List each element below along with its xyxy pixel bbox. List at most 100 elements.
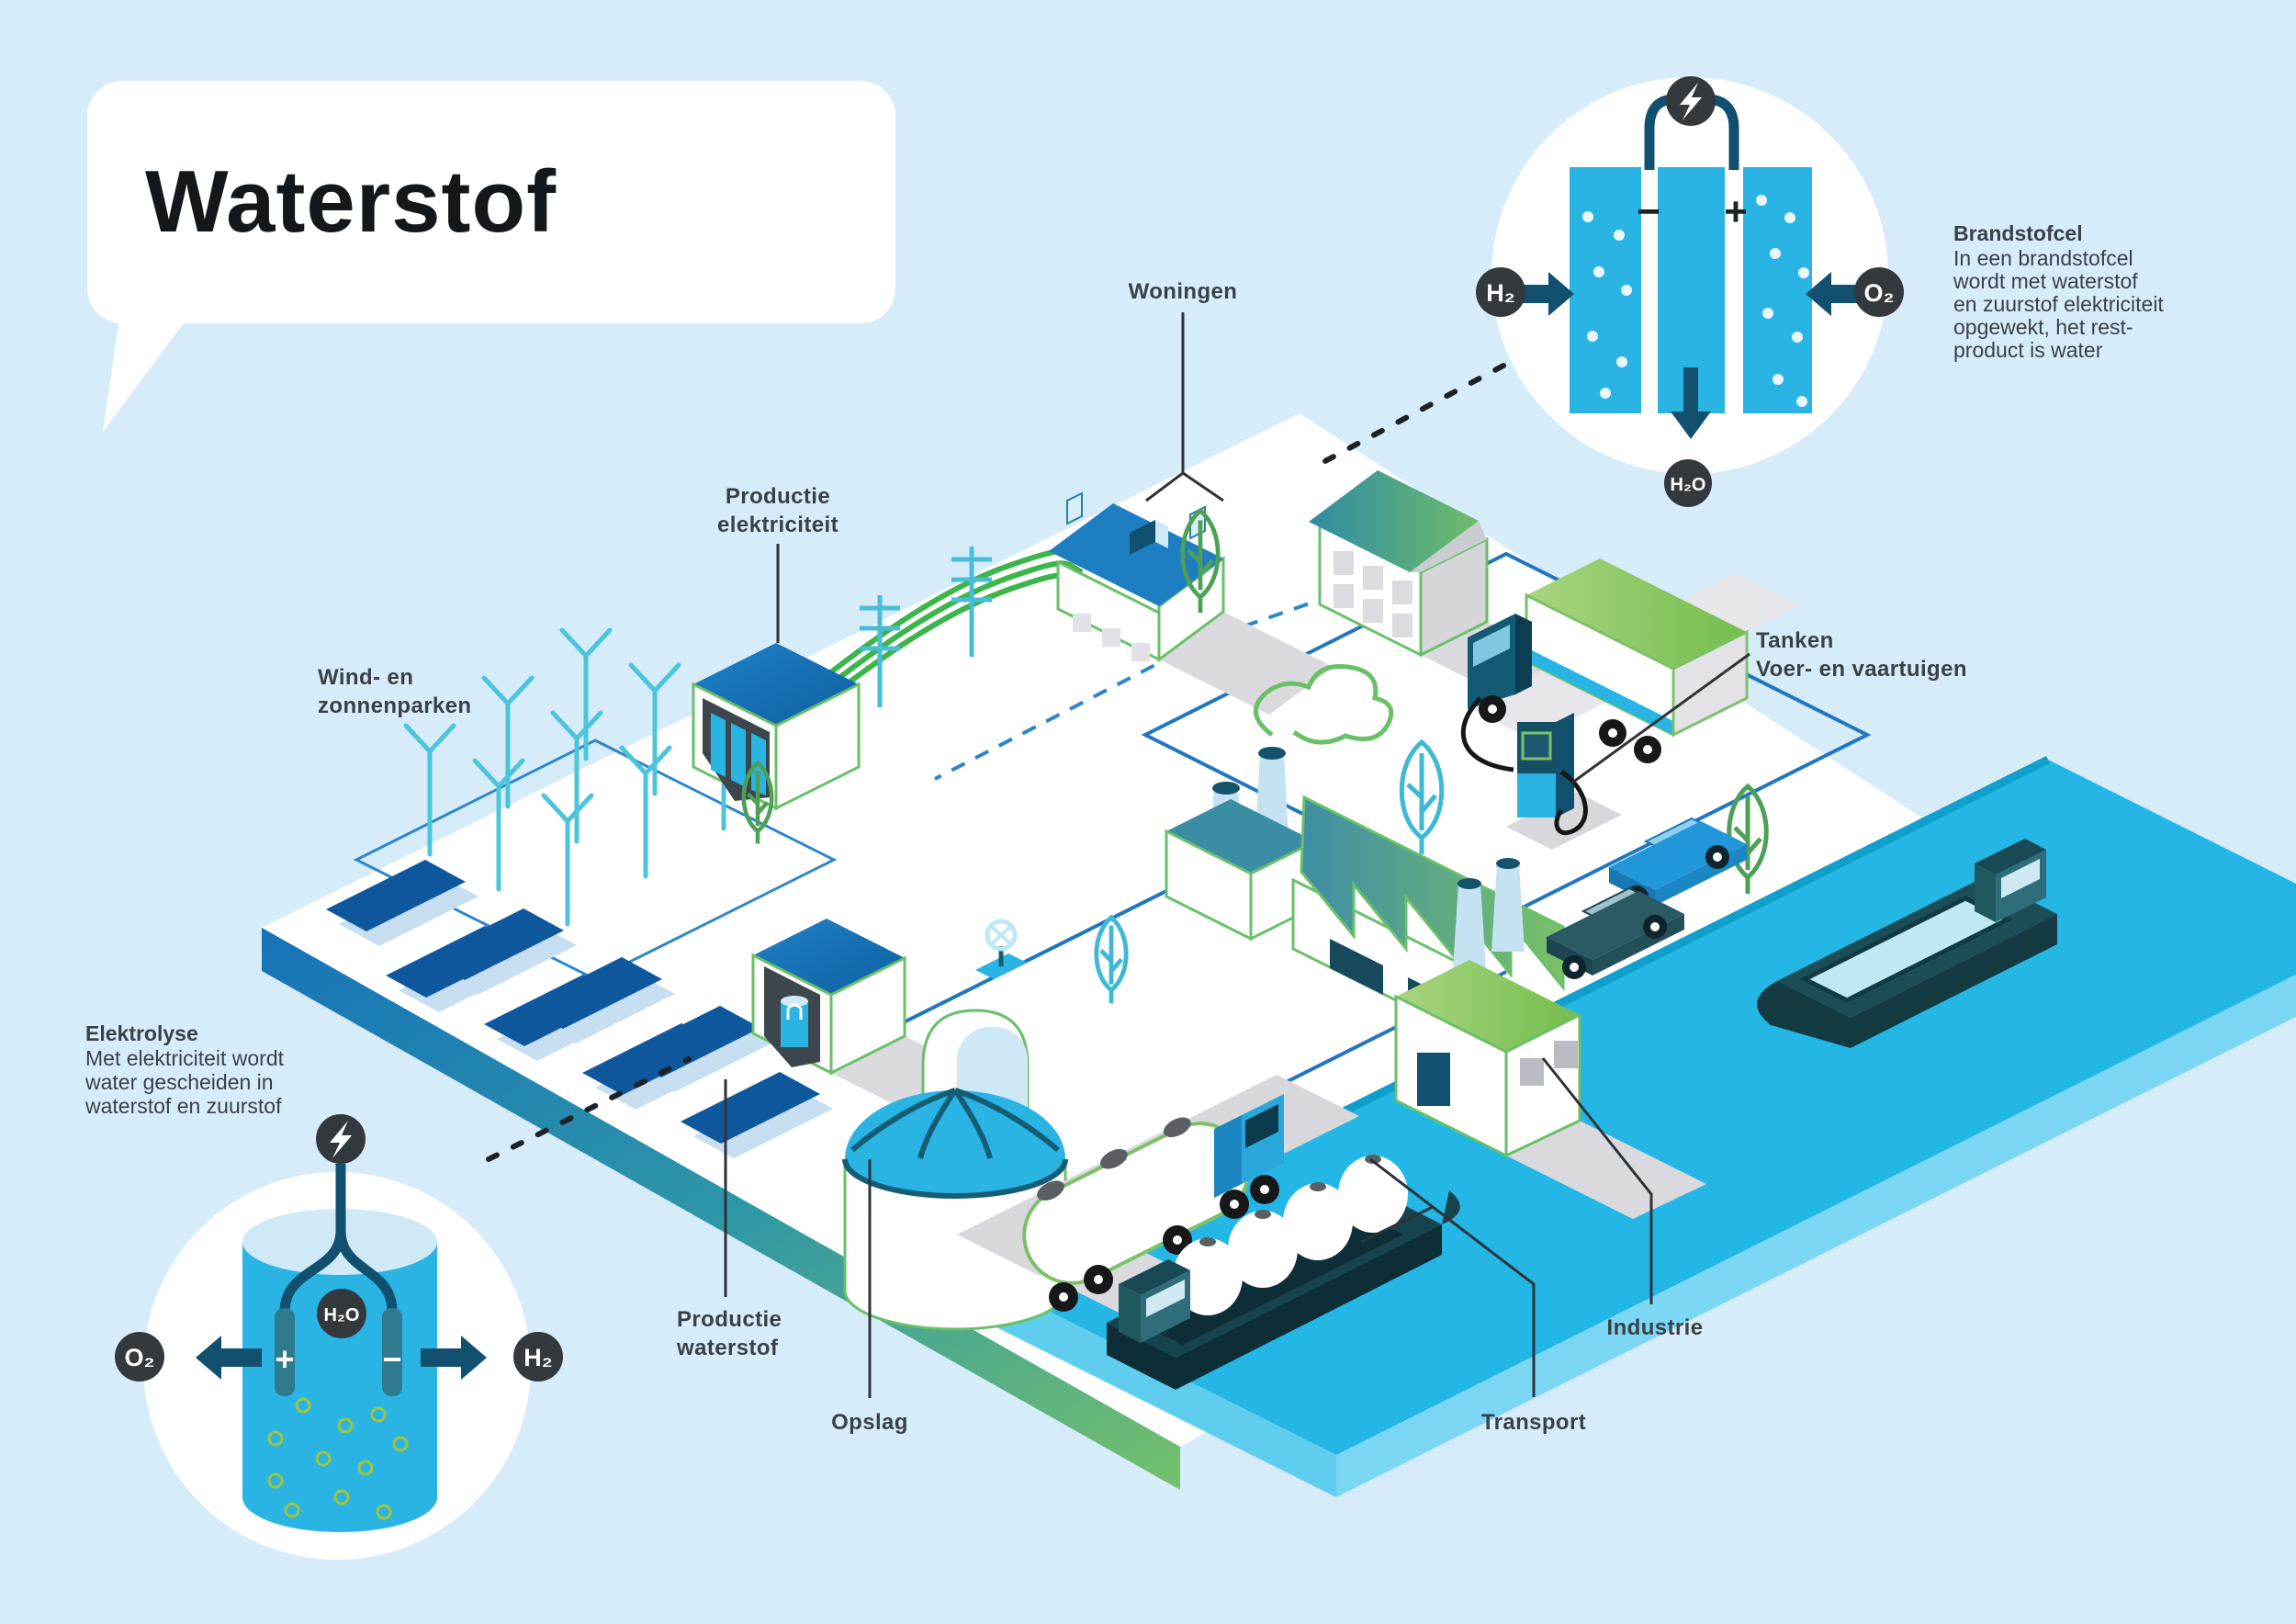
electrolysis-bubbles [267, 1397, 409, 1520]
gas-bubbles [1582, 195, 1809, 407]
electrolysis-minus: − [382, 1340, 401, 1378]
electrolysis-desc-line: water gescheiden in [84, 1070, 274, 1094]
wind-turbine-icon [550, 710, 603, 844]
fuel-cell-desc-line: en zuurstof elektriciteit [1953, 292, 2164, 316]
o2-badge [1854, 267, 1904, 317]
lightning-bolt-icon [330, 1121, 352, 1158]
o2-badge [115, 1332, 164, 1382]
chimney [1066, 491, 1083, 525]
pylon-icon [860, 595, 900, 707]
chimney [1491, 863, 1525, 952]
solar-panel [484, 975, 624, 1046]
factory-complex [1165, 663, 1706, 1219]
h2-badge-label: H₂ [523, 1344, 553, 1371]
electrode-anode [275, 1308, 295, 1396]
fuel-cell-desc-line: product is water [1953, 338, 2103, 362]
h2-badge [1476, 267, 1525, 317]
label-wind-zonnenparken: zonnenparken [318, 694, 472, 718]
wind-turbine-icon [403, 723, 456, 857]
bubble-body [87, 81, 895, 323]
car-body [1547, 891, 1684, 960]
tree-icon [1399, 739, 1445, 854]
electrolyzer-vessel [781, 1001, 808, 1047]
hydrogen-dispenser [1506, 713, 1622, 850]
h2-badge-label: H₂ [1486, 279, 1515, 307]
electrode-wire [279, 1164, 398, 1313]
fuel-cell-plus: + [1724, 189, 1748, 234]
dashed-connectors [486, 363, 1506, 1162]
pipeline-production [862, 862, 1222, 1044]
water-outer-face [1336, 975, 2296, 1497]
leader-lines [724, 312, 1750, 1398]
smoke-outline-icon [1253, 663, 1394, 745]
fuel-hose [1460, 696, 1514, 773]
electrolysis-annotation: Elektrolyse Met elektriciteit wordt wate… [84, 1021, 285, 1118]
electrolysis-connector [486, 1056, 692, 1162]
fuel-station [1460, 558, 1800, 979]
tank-trailer [1022, 1117, 1250, 1285]
electrode-cathode [382, 1308, 402, 1396]
solar-panel [386, 926, 525, 998]
electrolysis-heading: Elektrolyse [85, 1021, 198, 1045]
wheelhouse-window [1146, 1280, 1185, 1317]
wind-turbine-icon [481, 675, 535, 809]
ship-hull-side [1176, 1224, 1442, 1390]
h2o-badge-label: H₂O [1671, 475, 1706, 495]
leader-woningen [1145, 312, 1224, 502]
flow-arrows [1508, 272, 1872, 439]
window [1330, 939, 1383, 995]
label-industrie: Industrie [1607, 1315, 1704, 1340]
wind-turbine-icon [472, 758, 525, 892]
dispenser-screen [1521, 731, 1552, 761]
door [1417, 1053, 1450, 1106]
window [1102, 628, 1120, 647]
house-shadow [1159, 612, 1334, 715]
power-plant-building [692, 643, 861, 811]
solar-panel-array [326, 860, 820, 1144]
solar-panel [582, 1023, 722, 1095]
water-end-face [996, 1285, 1336, 1497]
fuel-cell-minus: − [1637, 189, 1660, 234]
h2-arrow-icon [421, 1336, 487, 1380]
dispenser-shadow [1506, 792, 1622, 850]
blue-roof [1049, 503, 1223, 606]
solar-panel [681, 1072, 820, 1144]
apartment-windows [1334, 551, 1412, 637]
h2o-badge [317, 1289, 366, 1338]
tree-icon [1180, 507, 1221, 614]
water-vessel [242, 1242, 437, 1532]
wind-turbine-icon [619, 745, 672, 879]
truck-wheels [1049, 1175, 1279, 1312]
o2-badge-label: O₂ [125, 1344, 155, 1371]
leader-transport [1360, 1157, 1536, 1397]
label-woningen: Woningen [1129, 279, 1238, 304]
leader-industrie [1541, 1057, 1653, 1304]
o2-arrow-icon [1806, 272, 1872, 316]
tree-icon [1094, 914, 1129, 1004]
electrolysis-desc-line: waterstof en zuurstof [84, 1094, 282, 1118]
fuel-cell-inset: − + H₂ O₂ H₂O [1476, 76, 1904, 507]
label-productie-waterstof: waterstof [676, 1336, 779, 1360]
hydrogen-truck [1460, 558, 1749, 773]
tree-icon [741, 760, 774, 844]
gas-domes [1173, 1155, 1408, 1315]
fuel-cell-heading: Brandstofcel [1953, 221, 2083, 245]
dark-car [1547, 886, 1684, 979]
barge-hull-side [1757, 914, 2057, 1048]
pylon-icon [951, 547, 992, 657]
scene-labels: Woningen Productie elektriciteit Wind- e… [318, 279, 1967, 1435]
dispenser-hose [1554, 769, 1588, 836]
industry-building [1394, 858, 1581, 1158]
power-plant-side [774, 682, 861, 811]
o2-badge-label: O₂ [1864, 279, 1895, 307]
wheelhouse-window [2001, 859, 2040, 898]
fuel-cell-desc-line: wordt met waterstof [1953, 269, 2138, 293]
apartment-building [1309, 470, 1489, 658]
hydrogen-carrier-ship [1107, 1155, 1460, 1390]
h2-arrow-icon [1508, 272, 1574, 316]
wind-turbine-icon [541, 793, 594, 927]
label-tanken: Voer- en vaartuigen [1756, 657, 1967, 682]
barge-hold [1799, 896, 2013, 1003]
cab-side [1214, 1115, 1242, 1198]
